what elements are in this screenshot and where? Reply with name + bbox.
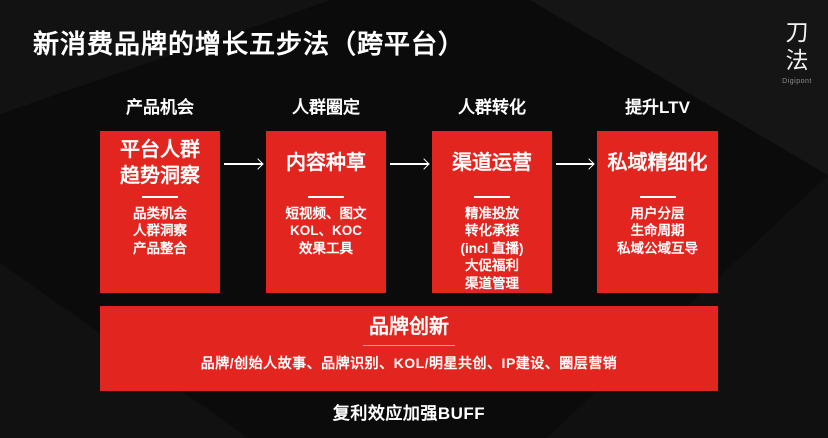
brand-bar-description: 品牌/创始人故事、品牌识别、KOL/明星共创、IP建设、圈层营销 (200, 355, 618, 371)
step-header-audience-targeting: 人群圈定 (292, 98, 360, 117)
step-box-title-line: 趋势洞察 (120, 165, 200, 187)
step-box-title: 平台人群 趋势洞察 (120, 137, 200, 191)
step-box-items: 短视频、图文 KOL、KOC 效果工具 (286, 205, 367, 257)
step-box-item: 生命周期 (630, 223, 685, 239)
step-box-item: 转化承接 (465, 223, 519, 239)
logo-character-2: 法 (785, 47, 809, 74)
step-box-items: 用户分层 生命周期 私域公域互导 (617, 205, 698, 257)
step-box-items: 品类机会 人群洞察 产品整合 (133, 205, 187, 257)
arrow-right-icon (556, 163, 593, 165)
step-box-item: 品类机会 (133, 206, 187, 221)
step-box-title-line: 渠道运营 (452, 152, 532, 175)
step-box-row: 平台人群 趋势洞察 品类机会 人群洞察 产品整合 内容种草 (100, 131, 718, 293)
step-box-title: 渠道运营 (452, 137, 532, 191)
arrow-cell (552, 131, 597, 293)
step-box-title-line: 内容种草 (286, 152, 366, 175)
five-step-flow: 产品机会 人群圈定 人群转化 提升LTV 平台人群 趋势洞察 品类机会 人群洞察… (100, 98, 718, 391)
step-box-content-seeding: 内容种草 短视频、图文 KOL、KOC 效果工具 (266, 131, 386, 293)
step-box-title-line: 平台人群 (120, 139, 200, 162)
step-box-platform-insight: 平台人群 趋势洞察 品类机会 人群洞察 产品整合 (100, 131, 220, 293)
brand-innovation-bar: 品牌创新 品牌/创始人故事、品牌识别、KOL/明星共创、IP建设、圈层营销 (100, 306, 718, 391)
step-box-item: KOL、KOC (290, 223, 362, 239)
brand-bar-title: 品牌创新 (369, 316, 449, 338)
divider (363, 345, 455, 346)
divider (639, 196, 676, 198)
logo-subtitle: Digipont (782, 78, 812, 86)
daofa-logo: 刀 法 Digipont (780, 20, 814, 85)
step-box-item: 人群洞察 (133, 223, 187, 239)
step-header-row: 产品机会 人群圈定 人群转化 提升LTV (100, 98, 718, 118)
logo-character-1: 刀 (785, 20, 809, 46)
arrow-right-icon (224, 163, 262, 165)
arrow-cell (220, 131, 266, 293)
step-box-item: 产品整合 (133, 240, 187, 256)
footer-note: 复利效应加强BUFF (332, 404, 486, 423)
step-box-channel-operation: 渠道运营 精准投放 转化承接 (incl 直播) 大促福利 渠道管理 (432, 131, 552, 293)
step-box-title: 内容种草 (286, 137, 366, 191)
divider (308, 196, 344, 198)
step-box-title: 私域精细化 (608, 137, 708, 191)
step-box-item: (incl 直播) (460, 240, 524, 256)
step-header-product-opportunity: 产品机会 (126, 98, 194, 117)
arrow-right-icon (390, 163, 428, 165)
step-header-audience-conversion: 人群转化 (458, 98, 526, 117)
arrow-cell (386, 131, 432, 293)
step-box-item: 用户分层 (630, 206, 685, 221)
step-box-title-line: 私域精细化 (607, 152, 708, 175)
step-header-ltv: 提升LTV (625, 98, 690, 117)
slide-title: 新消费品牌的增长五步法（跨平台） (33, 30, 466, 60)
divider (142, 196, 178, 198)
step-box-item: 短视频、图文 (285, 206, 367, 221)
divider (474, 196, 510, 198)
step-box-private-domain: 私域精细化 用户分层 生命周期 私域公域互导 (597, 131, 718, 293)
step-box-item: 大促福利 (465, 258, 519, 274)
step-box-items: 精准投放 转化承接 (incl 直播) 大促福利 渠道管理 (461, 205, 524, 292)
step-box-item: 渠道管理 (465, 275, 519, 291)
step-box-item: 私域公域互导 (617, 240, 698, 256)
step-box-item: 效果工具 (299, 240, 353, 256)
step-box-item: 精准投放 (465, 206, 519, 221)
